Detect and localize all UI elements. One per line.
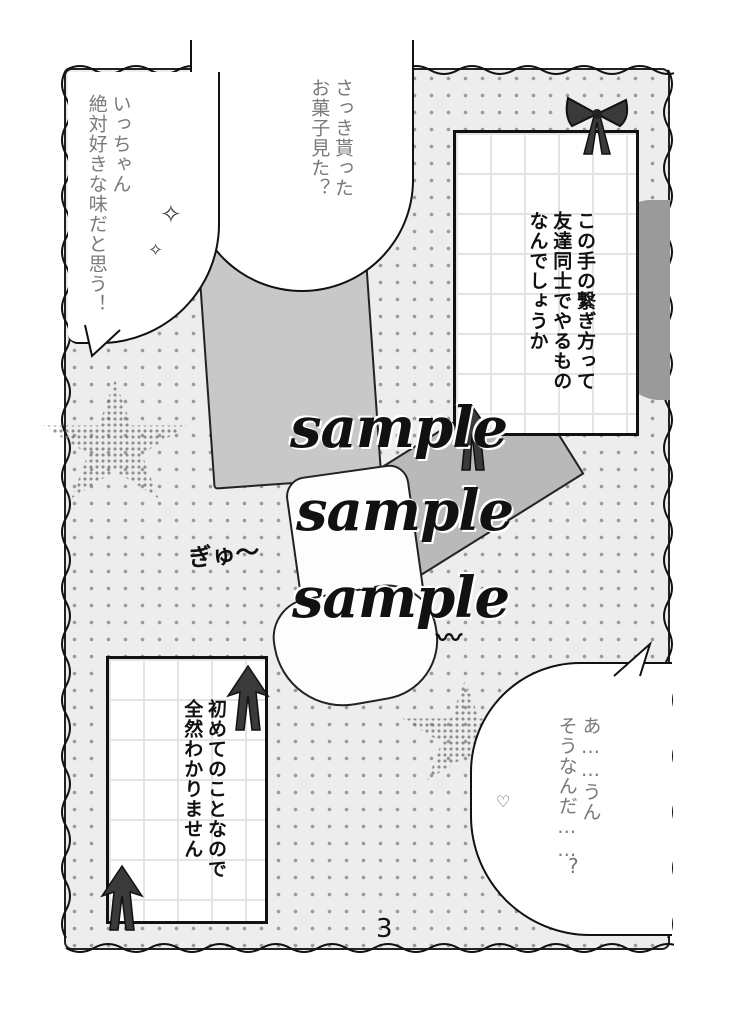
- speech-bubble-top: さっき貰った お菓子見た？: [190, 40, 414, 292]
- speech-line-1: さっき貰った: [332, 78, 354, 198]
- ribbon-arrow-icon: [100, 864, 144, 931]
- speech-bubble-left-tail: [84, 324, 121, 358]
- narration-line-2: 全然わかりません: [181, 699, 204, 859]
- sparkle-icon: ✧: [160, 200, 182, 230]
- narration-box-top-right: この手の繋ぎ方って 友達同士でやるもの なんでしょうか: [453, 130, 639, 436]
- heart-doodle-icon: ♡: [496, 792, 511, 811]
- speech-line-2: 絶対好きな味だと思う！: [85, 94, 108, 314]
- speech-bubble-bottom-right-tail: [613, 640, 653, 677]
- squiggle-mark: 〰: [436, 624, 463, 654]
- narration-box-top-right-text: この手の繋ぎ方って 友達同士でやるもの なんでしょうか: [525, 211, 597, 391]
- page-number: 3: [376, 914, 393, 944]
- ribbon-arrow-icon: [226, 664, 270, 731]
- speech-bubble-left-text: いっちゃん 絶対好きな味だと思う！: [84, 94, 132, 314]
- ribbon-arrow-icon: [454, 404, 492, 471]
- speech-line-1: あ……うん: [579, 716, 602, 822]
- narration-line-1: 初めてのことなので: [205, 699, 227, 879]
- speech-line-2: お菓子見た？: [308, 78, 331, 198]
- sparkle-icon: ✧: [148, 240, 164, 261]
- narration-box-bottom-left-text: 初めてのことなので 全然わかりません: [180, 699, 227, 879]
- sfx-squeeze: ぎゅ～: [186, 537, 261, 573]
- speech-bubble-bottom-right-text: あ……うん そうなんだ……: [554, 716, 602, 862]
- narration-line-3: なんでしょうか: [526, 211, 549, 351]
- sample-watermark: sample: [292, 565, 510, 631]
- sweat-doodle-icon: ?: [568, 854, 579, 878]
- narration-line-2: 友達同士でやるもの: [550, 211, 573, 391]
- speech-bubble-bottom-right: あ……うん そうなんだ…… ♡ ?: [470, 662, 672, 936]
- ribbon-bow-icon: [565, 96, 629, 155]
- sample-watermark: sample: [290, 395, 508, 461]
- speech-bubble-top-text: さっき貰った お菓子見た？: [307, 78, 354, 198]
- speech-line-1: いっちゃん: [109, 94, 132, 194]
- speech-line-2: そうなんだ……: [555, 716, 578, 862]
- narration-line-1: この手の繋ぎ方って: [574, 211, 596, 391]
- sample-watermark: sample: [296, 478, 514, 544]
